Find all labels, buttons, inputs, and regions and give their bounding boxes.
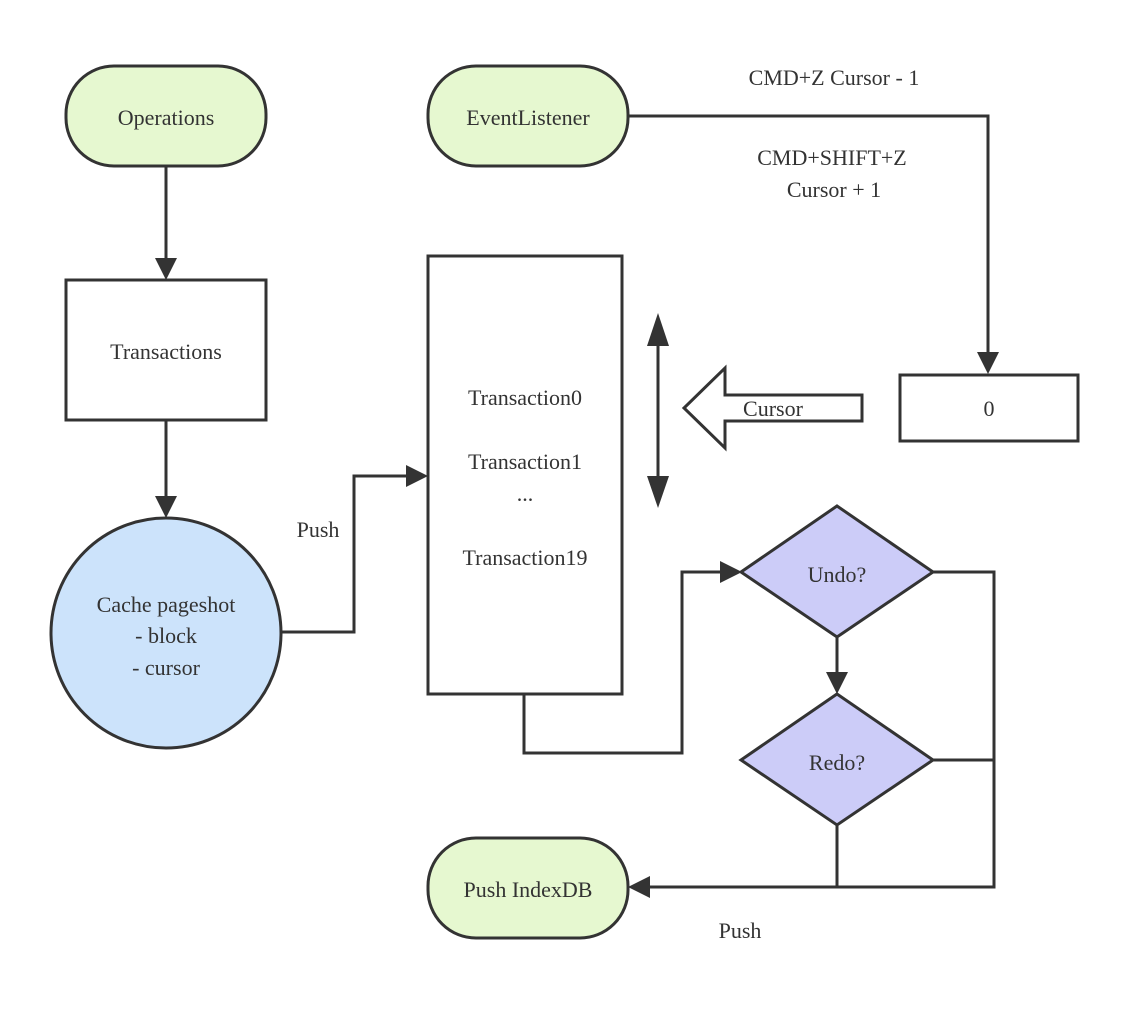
- node-operations: Operations: [64, 64, 268, 168]
- edge-labels: CMD+Z Cursor - 1 CMD+SHIFT+Z Cursor + 1 …: [297, 65, 920, 943]
- edges: [155, 114, 999, 898]
- arrowhead: [720, 561, 742, 583]
- stack-item-19: Transaction19: [462, 545, 587, 570]
- edge-cache-to-stack: [282, 474, 408, 634]
- redo-decision: [738, 692, 936, 827]
- arrowhead: [155, 496, 177, 518]
- cache-pageshot-circle: [49, 516, 283, 750]
- node-redo: Redo?: [738, 692, 936, 827]
- cursor-value-box: [898, 373, 1080, 443]
- push-indexdb-terminal: [426, 836, 630, 940]
- undo-label: Undo?: [808, 562, 867, 587]
- arrowhead: [406, 465, 428, 487]
- transactions-label: Transactions: [110, 339, 222, 364]
- node-push-indexdb: Push IndexDB: [426, 836, 630, 940]
- stack-item-1: Transaction1: [468, 449, 582, 474]
- cmd-shift-z-label-line1: CMD+SHIFT+Z: [757, 145, 907, 170]
- node-event-listener: EventListener: [426, 64, 630, 168]
- arrowhead: [155, 258, 177, 280]
- arrowhead: [977, 352, 999, 374]
- edge-redo-to-push-indexdb: [648, 825, 839, 889]
- push-to-stack-label: Push: [297, 517, 340, 542]
- arrowhead-down: [647, 476, 669, 508]
- redo-label: Redo?: [809, 750, 865, 775]
- cache-label-line2: - block: [135, 623, 197, 648]
- cache-label-line1: Cache pageshot: [97, 592, 236, 617]
- node-cache-pageshot: Cache pageshot - block - cursor: [49, 516, 283, 750]
- push-indexdb-label: Push IndexDB: [464, 877, 593, 902]
- node-transactions: Transactions: [64, 278, 268, 422]
- event-listener-terminal: [426, 64, 630, 168]
- node-undo: Undo?: [738, 504, 936, 639]
- operations-label: Operations: [118, 105, 215, 130]
- undo-decision: [738, 504, 936, 639]
- node-cursor-value: 0: [898, 373, 1080, 443]
- push-to-db-label: Push: [719, 918, 762, 943]
- edge-undo-right: [837, 570, 996, 889]
- stack-item-0: Transaction0: [468, 385, 582, 410]
- cursor-pointer-label: Cursor: [743, 396, 804, 421]
- node-cursor-pointer: Cursor: [681, 364, 864, 452]
- edge-stack-to-undo: [522, 570, 722, 755]
- arrowhead: [628, 876, 650, 898]
- operations-terminal: [64, 64, 268, 168]
- arrowhead-up: [647, 313, 669, 346]
- cache-label-line3: - cursor: [132, 655, 200, 680]
- cursor-pointer-arrow: [681, 364, 864, 452]
- edge-eventlistener-to-cursor-value: [628, 114, 990, 354]
- cmd-z-label: CMD+Z Cursor - 1: [749, 65, 920, 90]
- stack-ellipsis: ...: [517, 481, 534, 506]
- transaction-stack-box: [426, 254, 624, 696]
- transactions-process: [64, 278, 268, 422]
- cmd-shift-z-label-line2: Cursor + 1: [787, 177, 881, 202]
- node-transaction-stack: Transaction0 Transaction1 ... Transactio…: [426, 254, 624, 696]
- event-listener-label: EventListener: [466, 105, 590, 130]
- arrowhead: [826, 672, 848, 694]
- cursor-value-label: 0: [984, 396, 995, 421]
